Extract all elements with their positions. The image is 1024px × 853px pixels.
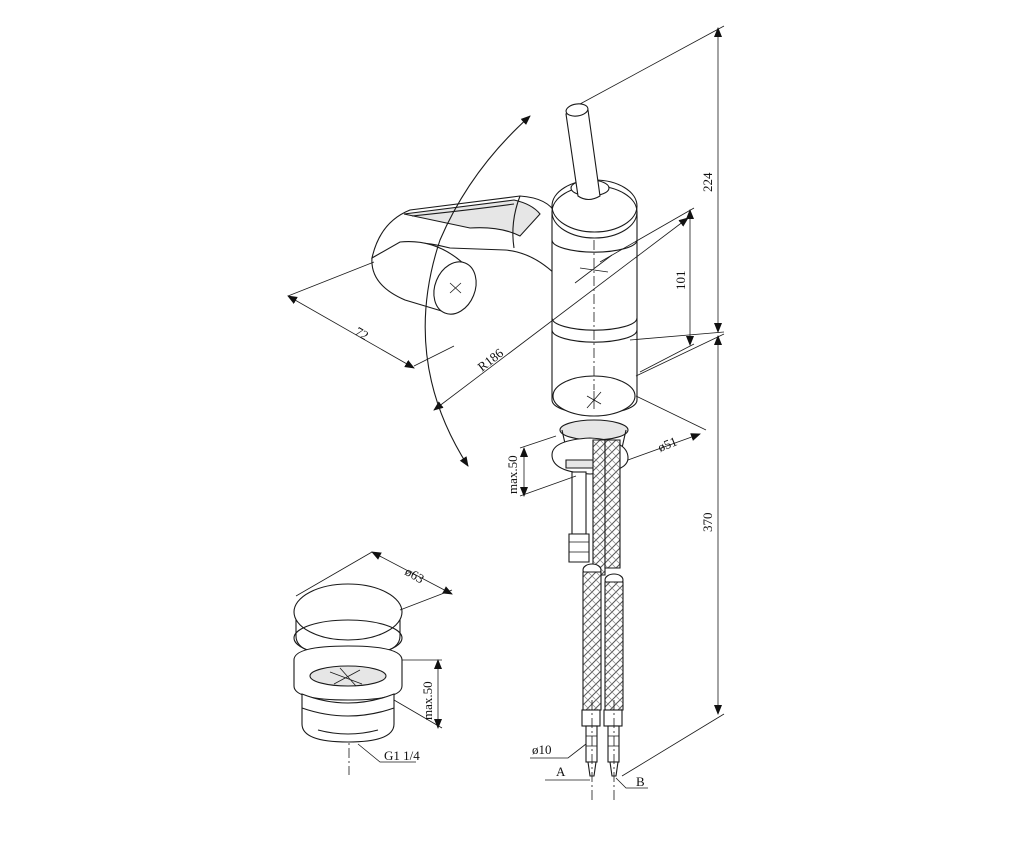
flex-hoses (581, 439, 624, 777)
pop-up-waste (293, 551, 453, 763)
dim-label-g1-1-4: G1 1/4 (384, 748, 420, 763)
lever-handle (565, 103, 601, 201)
spout (371, 195, 557, 315)
dim-label-max50-waste: max.50 (420, 681, 435, 720)
dim-label-d63: ø63 (403, 564, 427, 587)
dim-label-224: 224 (700, 172, 715, 192)
dim-label-d51: ø51 (656, 434, 680, 455)
dim-label-370: 370 (700, 513, 715, 533)
dim-label-d10: ø10 (532, 742, 552, 757)
dimension-lines (287, 25, 725, 789)
dim-label-r186: R186 (475, 345, 507, 374)
dim-label-101: 101 (673, 271, 688, 291)
connection-label-a: A (556, 764, 566, 779)
dim-label-72: 72 (353, 324, 372, 343)
connection-label-b: B (636, 774, 645, 789)
dim-label-max50-top: max.50 (505, 455, 520, 494)
